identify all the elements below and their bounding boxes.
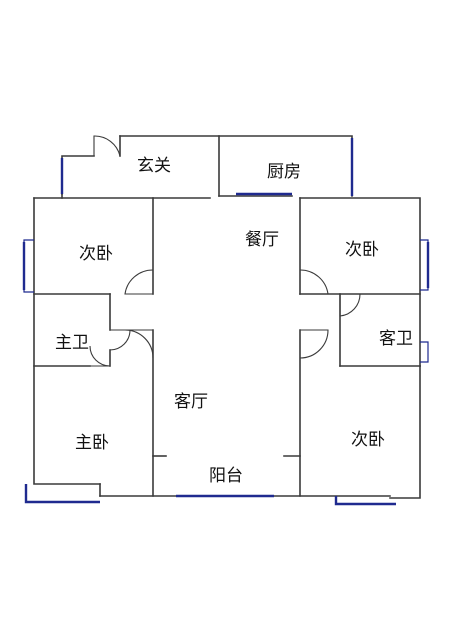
room-label-master-bedroom: 主卧 — [75, 433, 109, 453]
room-label-living: 客厅 — [174, 392, 208, 412]
room-label-guest-bath: 客卫 — [379, 329, 413, 349]
walls — [33, 135, 421, 499]
room-label-second-bedroom-left: 次卧 — [79, 244, 113, 264]
room-label-dining: 餐厅 — [245, 230, 279, 250]
room-label-second-bedroom-right-bottom: 次卧 — [351, 430, 385, 450]
room-label-kitchen: 厨房 — [267, 162, 301, 182]
room-label-entrance: 玄关 — [137, 156, 171, 176]
room-labels: 玄关 厨房 餐厅 次卧 次卧 主卫 客卫 客厅 主卧 次卧 阳台 — [55, 156, 413, 486]
room-label-balcony: 阳台 — [209, 466, 243, 486]
windows — [22, 138, 430, 506]
room-label-master-bath: 主卫 — [55, 333, 89, 353]
room-label-second-bedroom-right-top: 次卧 — [345, 240, 379, 260]
doors — [89, 135, 361, 367]
